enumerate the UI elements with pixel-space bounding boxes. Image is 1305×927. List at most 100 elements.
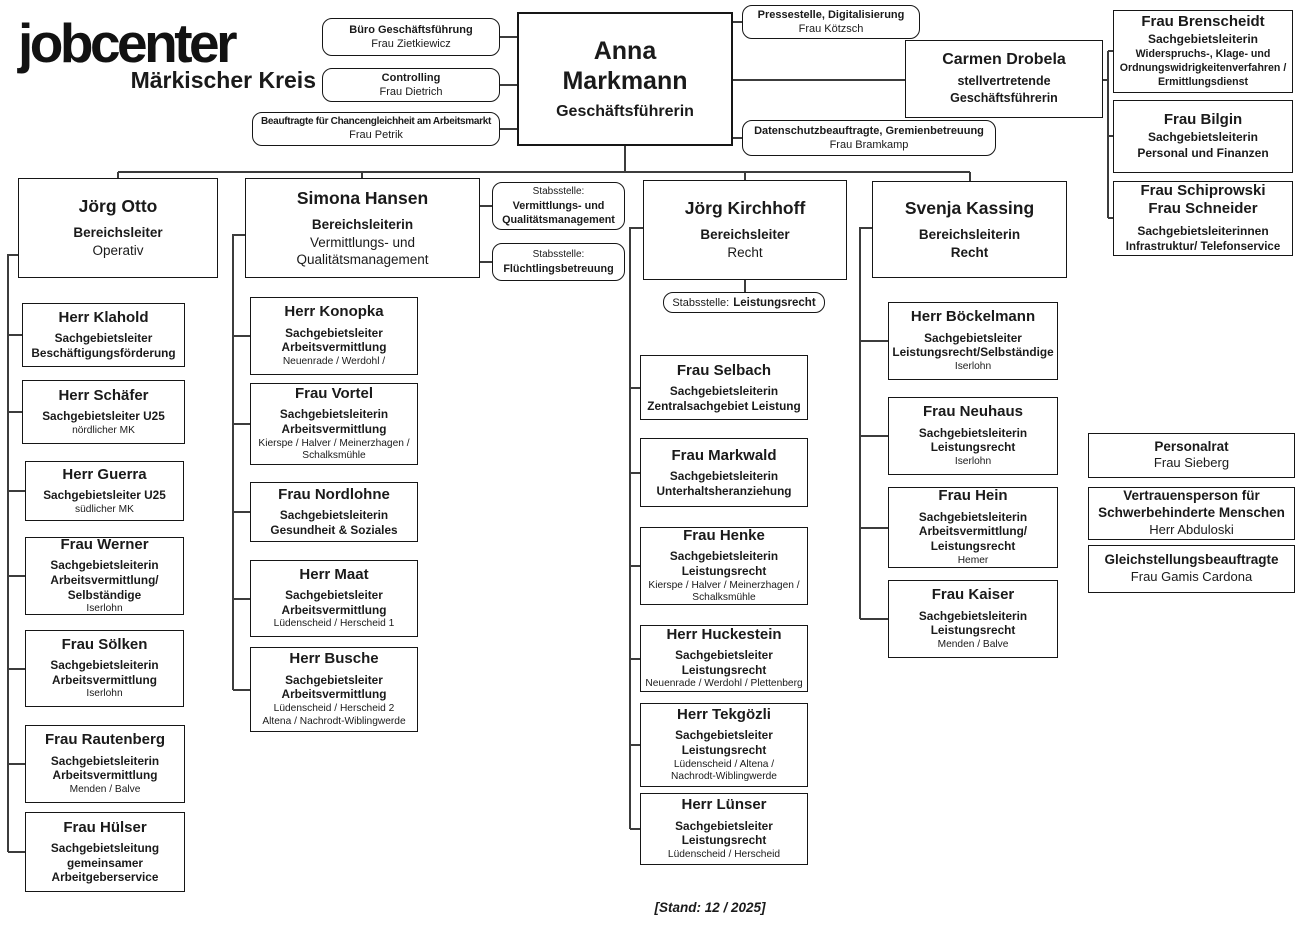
person-name: Frau Sieberg (1153, 455, 1230, 471)
logo-region-text: Märkischer Kreis (130, 67, 316, 93)
org-box-busche: Herr Busche Sachgebietsleiter Arbeitsver… (250, 647, 418, 732)
connectors-kirchhoff (629, 227, 746, 830)
person-role: Sachgebietsleiterin Gesundheit & Soziale… (270, 508, 398, 538)
org-box-nordlohne: Frau Nordlohne Sachgebietsleiterin Gesun… (250, 482, 418, 542)
person-area: Vermittlungs- und Qualitätsmanagement (296, 234, 429, 267)
person-role: Sachgebietsleiter Leistungsrecht (675, 728, 773, 757)
person-name: Frau Hein (938, 487, 1008, 505)
org-box-joerg-otto: Jörg Otto Bereichsleiter Operativ (18, 178, 218, 278)
org-box-klahold: Herr Klahold Sachgebietsleiter Beschäfti… (22, 303, 185, 367)
unit-title: Vertrauensperson für Schwerbehinderte Me… (1098, 488, 1285, 521)
org-box-guerra: Herr Guerra Sachgebietsleiter U25 südlic… (25, 461, 184, 521)
person-area: Menden / Balve (69, 783, 141, 795)
person-name: Herr Böckelmann (910, 308, 1036, 326)
person-area: Lüdenscheid / Altena / Nachrodt-Wiblingw… (671, 758, 777, 783)
person-name: Frau Dietrich (379, 86, 443, 98)
unit-title: Personalrat (1154, 438, 1229, 454)
org-box-joerg-kirchhoff: Jörg Kirchhoff Bereichsleiter Recht (643, 180, 847, 280)
stabsstelle-fluechtlingsbetreuung: Stabsstelle: Flüchtlingsbetreuung (492, 243, 625, 281)
person-role: stellvertretende Geschäftsführerin (950, 74, 1058, 106)
person-name: Frau Brenscheidt (1141, 13, 1265, 31)
person-name: Anna Markmann (562, 37, 688, 95)
person-role: Bereichsleiterin (311, 216, 414, 232)
stand-date-footer: [Stand: 12 / 2025] (654, 900, 766, 915)
person-area: Menden / Balve (937, 638, 1009, 650)
person-name: Jörg Otto (78, 196, 158, 217)
person-role: Geschäftsführerin (556, 103, 694, 120)
person-name: Frau Neuhaus (922, 403, 1024, 421)
person-role: Bereichsleiter (700, 227, 790, 243)
person-role: Sachgebietsleiterin (1147, 32, 1259, 47)
person-area: Kierspe / Halver / Meinerzhagen / Schalk… (648, 579, 800, 604)
person-area: Operativ (92, 243, 144, 259)
org-box-personalrat: Personalrat Frau Sieberg (1088, 433, 1295, 478)
stabsstelle-unit: Flüchtlingsbetreuung (503, 262, 614, 275)
unit-title: Büro Geschäftsführung (349, 23, 473, 36)
person-role: Sachgebietsleiter U25 (42, 408, 165, 423)
stabsstelle-unit: Vermittlungs- und Qualitätsmanagement (502, 199, 615, 226)
person-area: Kierspe / Halver / Meinerzhagen / Schalk… (258, 437, 410, 462)
org-box-svenja-kassing: Svenja Kassing Bereichsleiterin Recht (872, 181, 1067, 278)
jobcenter-logo: jobcenter Märkischer Kreis (18, 16, 316, 92)
person-role: Sachgebietsleiter U25 (43, 487, 166, 502)
org-box-simona-hansen: Simona Hansen Bereichsleiterin Vermittlu… (245, 178, 480, 278)
org-box-vertrauensperson: Vertrauensperson für Schwerbehinderte Me… (1088, 487, 1295, 540)
person-role: Sachgebietsleiter Arbeitsvermittlung (281, 588, 387, 617)
person-name: Herr Lünser (681, 796, 767, 814)
person-role: Sachgebietsleiter Arbeitsvermittlung (281, 672, 387, 702)
org-box-selbach: Frau Selbach Sachgebietsleiterin Zentral… (640, 355, 808, 420)
person-name: Herr Guerra (62, 465, 147, 483)
org-box-controlling: Controlling Frau Dietrich (322, 68, 500, 102)
person-name: Herr Huckestein (666, 625, 782, 643)
person-area: Iserlohn (954, 455, 992, 467)
org-box-soelken: Frau Sölken Sachgebietsleiterin Arbeitsv… (25, 630, 184, 707)
person-name: Frau Selbach (676, 361, 772, 379)
person-role: Sachgebietsleiter Arbeitsvermittlung (281, 325, 387, 355)
person-area: Lüdenscheid / Herscheid (667, 848, 781, 860)
person-name: Frau Vortel (294, 384, 374, 402)
org-box-neuhaus: Frau Neuhaus Sachgebietsleiterin Leistun… (888, 397, 1058, 475)
person-area: Iserlohn (954, 360, 992, 372)
unit-title: Controlling (381, 71, 441, 84)
person-name: Frau Rautenberg (44, 731, 165, 749)
unit-title: Gleichstellungsbeauftragte (1104, 552, 1279, 568)
person-role: Sachgebietsleiterin Leistungsrecht (918, 425, 1028, 455)
person-area: Widerspruchs-, Klage- und Ordnungswidrig… (1119, 48, 1287, 88)
connectors-main-tree (117, 146, 971, 181)
person-area: Neuenrade / Werdohl / (282, 355, 386, 367)
org-box-anna-markmann: Anna Markmann Geschäftsführerin (517, 12, 733, 146)
person-role: Sachgebietsleiterin Arbeitsvermittlung (50, 753, 160, 783)
person-area: Recht (950, 244, 989, 260)
person-area: Infrastruktur/ Telefonservice (1125, 240, 1281, 253)
person-role: Sachgebietsleiter Leistungsrecht/Selbstä… (892, 330, 1054, 360)
person-name: Frau Nordlohne (278, 486, 390, 504)
org-box-henke: Frau Henke Sachgebietsleiterin Leistungs… (640, 527, 808, 605)
stabsstelle-label: Stabsstelle: (532, 249, 585, 261)
person-role: Sachgebietsleitung gemeinsamer Arbeitgeb… (50, 841, 160, 885)
org-box-pressestelle: Pressestelle, Digitalisierung Frau Kötzs… (742, 5, 920, 39)
org-box-hein: Frau Hein Sachgebietsleiterin Arbeitsver… (888, 487, 1058, 568)
org-box-carmen-drobela: Carmen Drobela stellvertretende Geschäft… (905, 40, 1103, 118)
org-box-markwald: Frau Markwald Sachgebietsleiterin Unterh… (640, 438, 808, 507)
unit-title: Pressestelle, Digitalisierung (757, 8, 905, 21)
person-role: Bereichsleiterin (918, 226, 1021, 242)
org-box-huckestein: Herr Huckestein Sachgebietsleiter Leistu… (640, 625, 808, 692)
person-name: Frau Markwald (671, 446, 777, 464)
person-name: Frau Sölken (61, 635, 148, 653)
org-box-vortel: Frau Vortel Sachgebietsleiterin Arbeitsv… (250, 383, 418, 465)
org-box-tekgoezli: Herr Tekgözli Sachgebietsleiter Leistung… (640, 703, 808, 787)
connectors-hansen (232, 205, 492, 691)
person-area: Recht (727, 245, 763, 261)
person-area: Hemer (957, 554, 989, 566)
person-role: Sachgebietsleiterin Zentralsachgebiet Le… (647, 383, 801, 413)
org-box-buero-geschaeftsfuehrung: Büro Geschäftsführung Frau Zietkiewicz (322, 18, 500, 56)
org-box-chancengleichheit: Beauftragte für Chancengleichheit am Arb… (252, 112, 500, 146)
connectors-kassing (859, 227, 888, 620)
org-box-werner: Frau Werner Sachgebietsleiterin Arbeitsv… (25, 536, 184, 615)
person-role: Sachgebietsleiterin Unterhaltsheranziehu… (656, 468, 792, 498)
org-box-bilgin: Frau Bilgin Sachgebietsleiterin Personal… (1113, 100, 1293, 173)
person-name: Simona Hansen (296, 187, 429, 208)
connectors-top (500, 21, 1113, 219)
person-role: Sachgebietsleiterin Arbeitsvermittlung (50, 658, 159, 687)
